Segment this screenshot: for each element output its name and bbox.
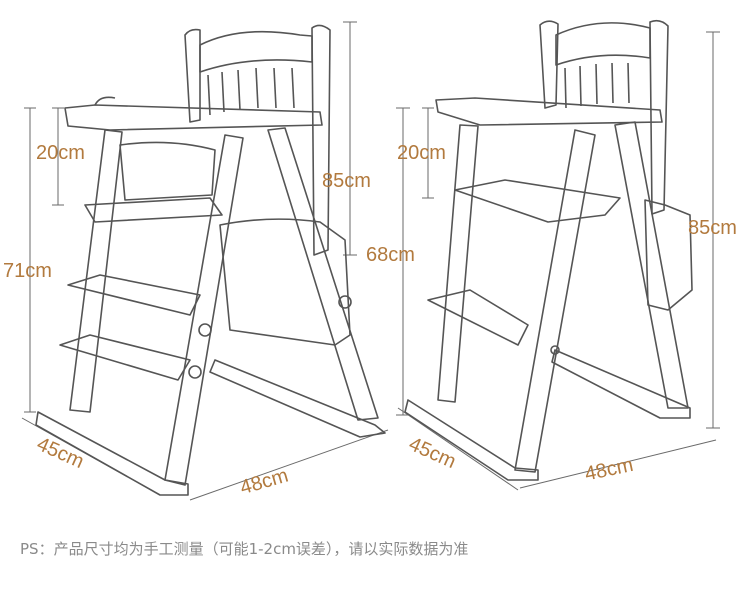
right-seat-height-label: 68cm (366, 244, 415, 266)
left-tray-height-label: 20cm (36, 142, 85, 164)
measurement-footnote: PS：产品尺寸均为手工测量（可能1-2cm误差），请以实际数据为准 (20, 540, 469, 558)
left-seat-height-label: 71cm (3, 260, 52, 282)
right-tray-height-label: 20cm (397, 142, 446, 164)
left-total-height-label: 85cm (322, 170, 371, 192)
right-chair-sketch (404, 19, 693, 481)
left-chair-sketch (35, 24, 386, 496)
right-total-height-label: 85cm (688, 217, 737, 239)
